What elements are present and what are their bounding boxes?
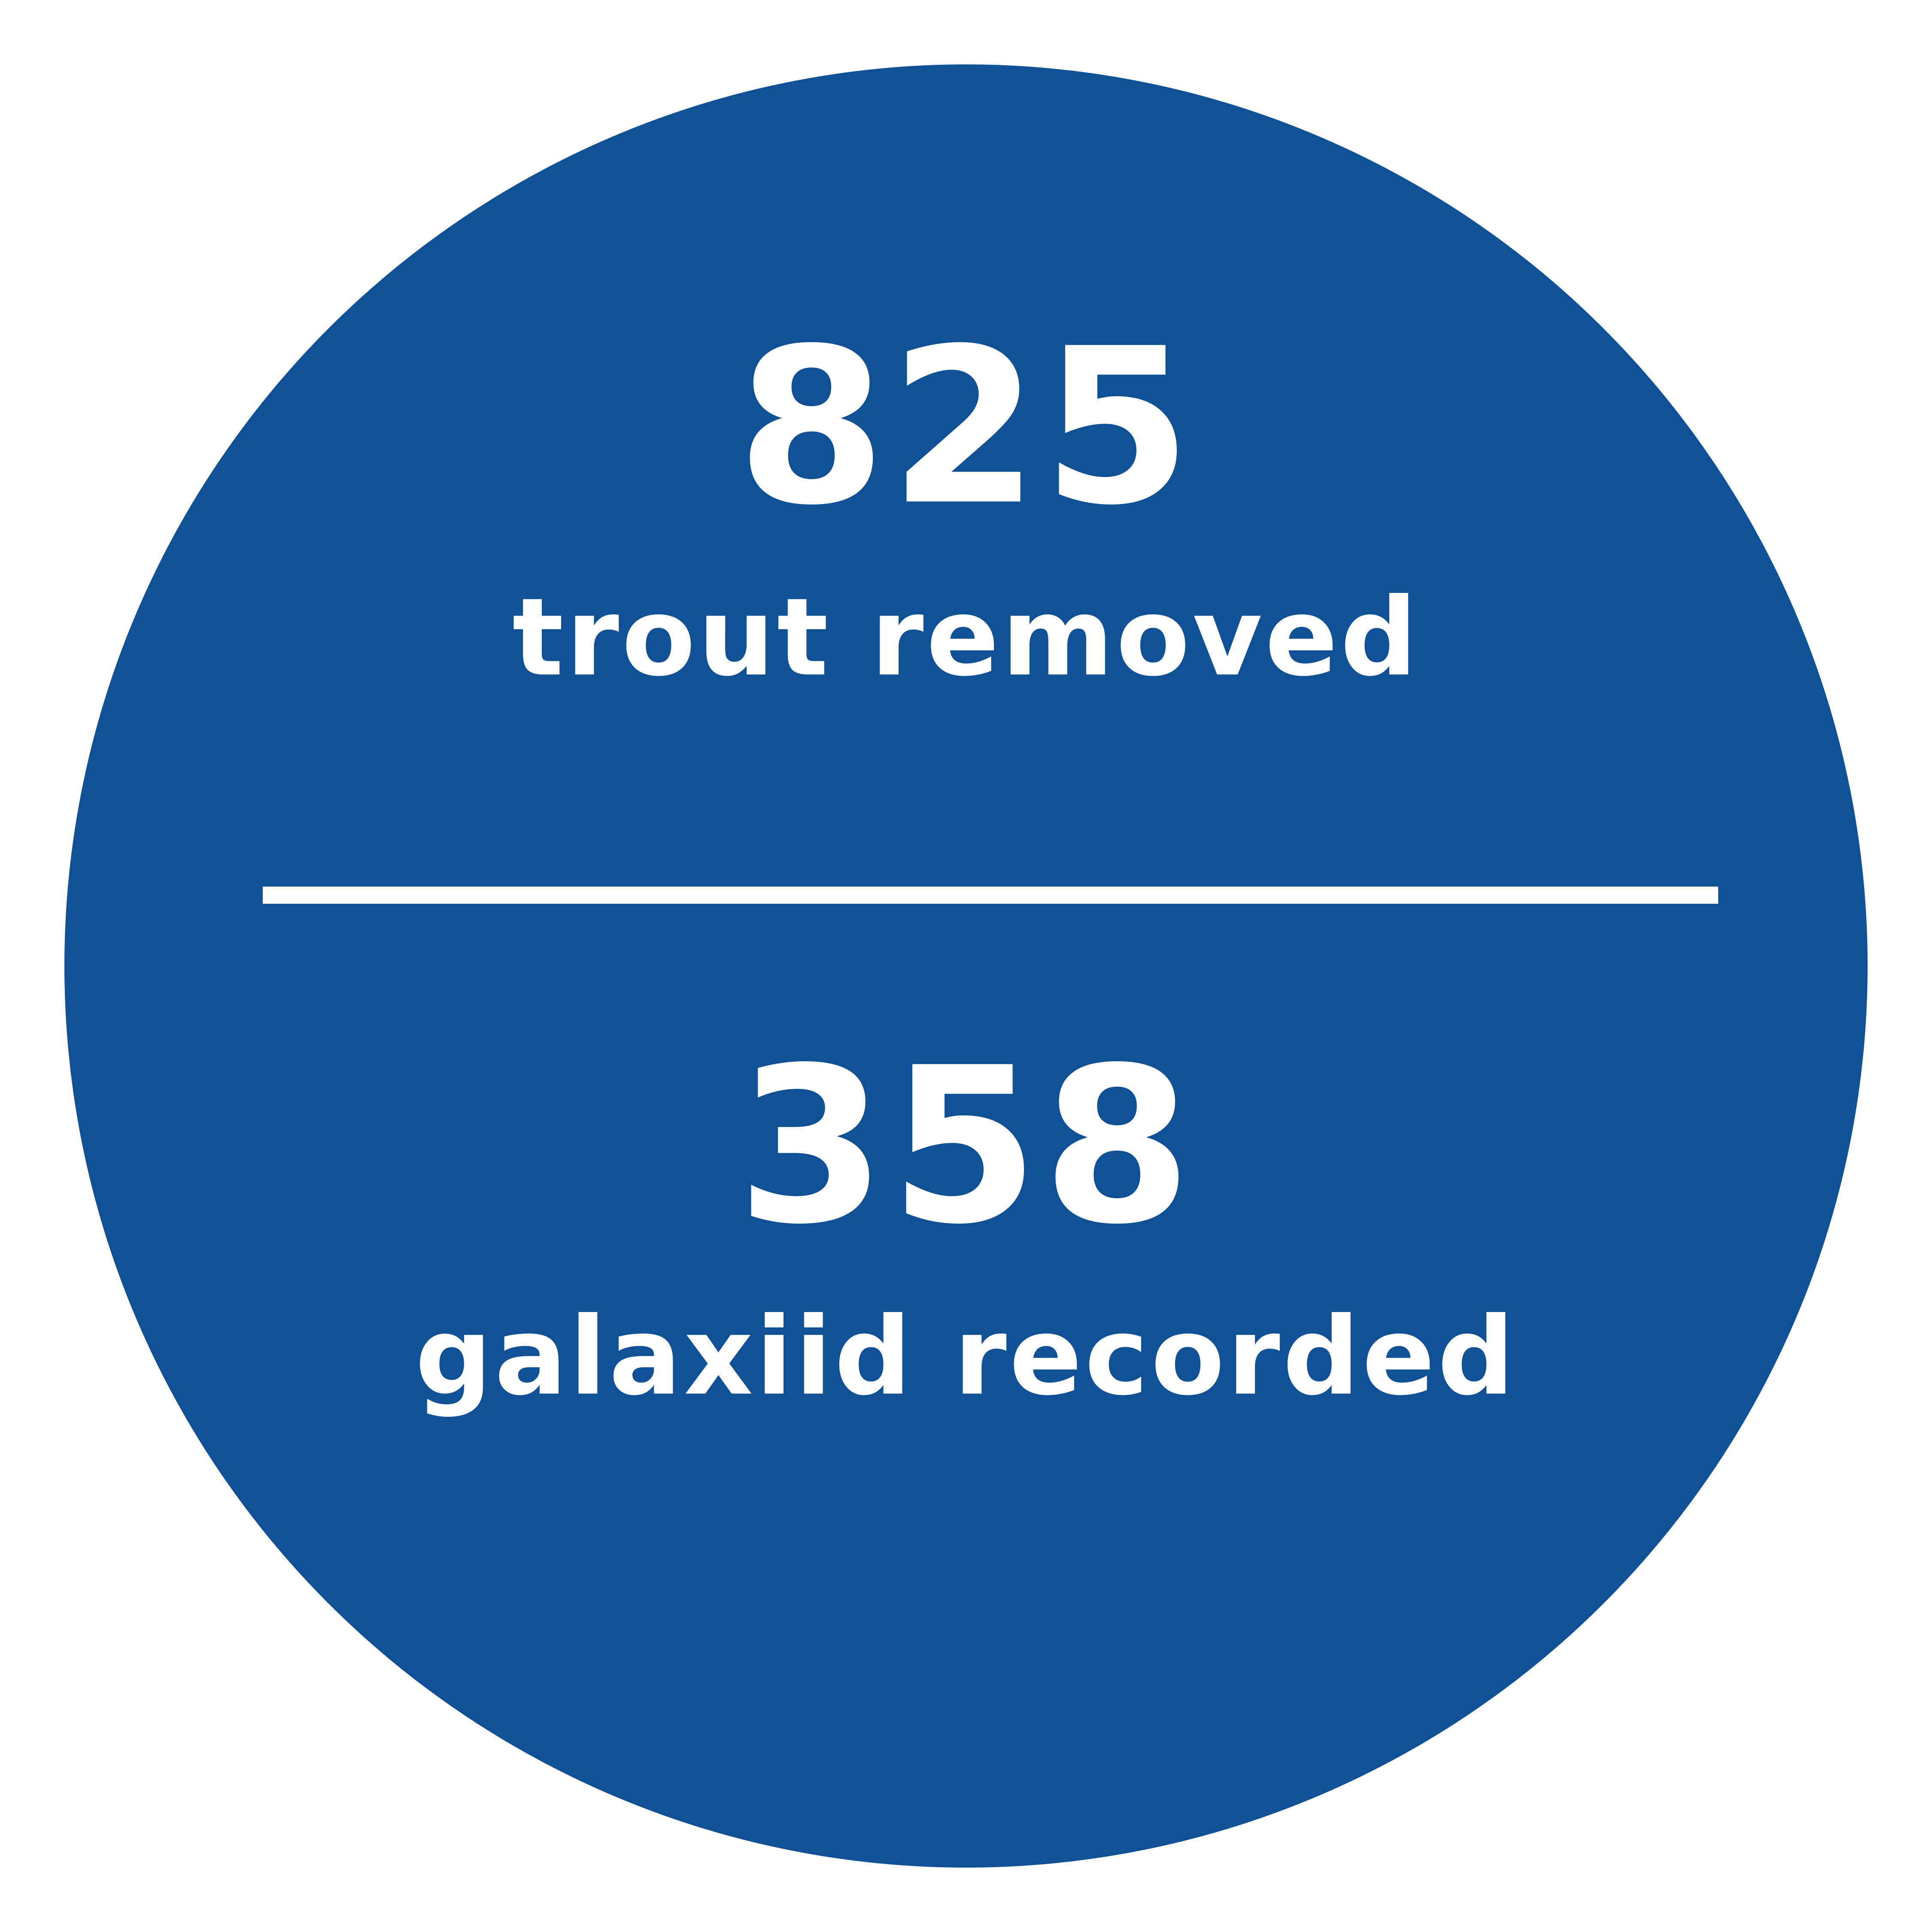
divider-line (263, 887, 1718, 904)
stat-value-trout: 825 (737, 302, 1195, 552)
stat-label-galaxiid: galaxiid recorded (415, 1294, 1517, 1419)
stat-value-galaxiid: 358 (737, 1021, 1195, 1271)
stat-circle (64, 64, 1868, 1868)
stat-label-trout: trout removed (512, 575, 1420, 700)
